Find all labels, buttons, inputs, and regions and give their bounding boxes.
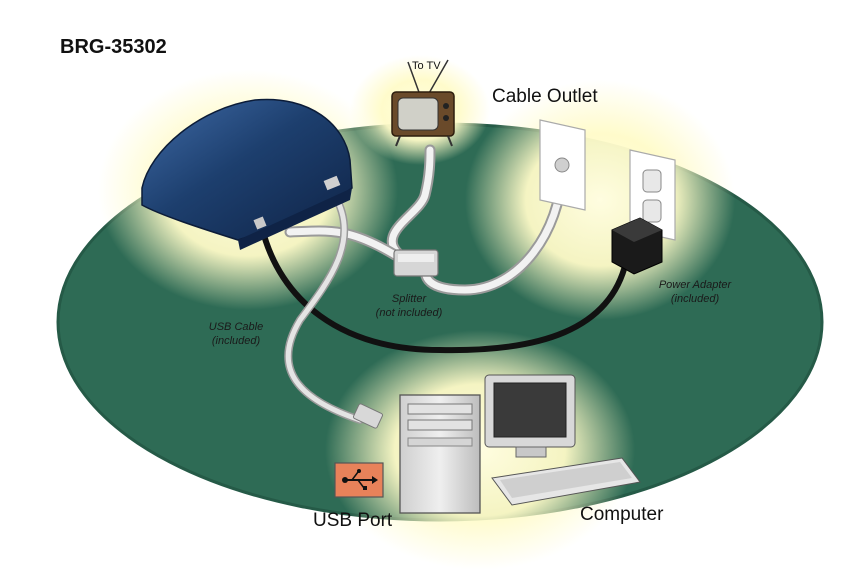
power-adapter-label-group: Power Adapter (included)	[645, 278, 745, 306]
usb-cable-label: USB Cable	[196, 320, 276, 334]
usb-port-label: USB Port	[313, 510, 392, 532]
computer-label: Computer	[580, 504, 663, 526]
splitter-note: (not included)	[364, 306, 454, 320]
power-adapter-icon	[612, 218, 662, 274]
usb-cable-label-group: USB Cable (included)	[196, 320, 276, 348]
cable-outlet-label: Cable Outlet	[492, 86, 598, 108]
power-adapter-note: (included)	[645, 292, 745, 306]
splitter-label: Splitter	[364, 292, 454, 306]
usb-port-icon	[335, 463, 383, 497]
splitter-icon	[394, 250, 438, 276]
splitter-label-group: Splitter (not included)	[364, 292, 454, 320]
to-tv-label: To TV	[412, 60, 441, 72]
usb-cable-note: (included)	[196, 334, 276, 348]
product-title: BRG-35302	[60, 36, 167, 59]
cable-outlet-plate	[540, 120, 585, 210]
power-adapter-label: Power Adapter	[645, 278, 745, 292]
